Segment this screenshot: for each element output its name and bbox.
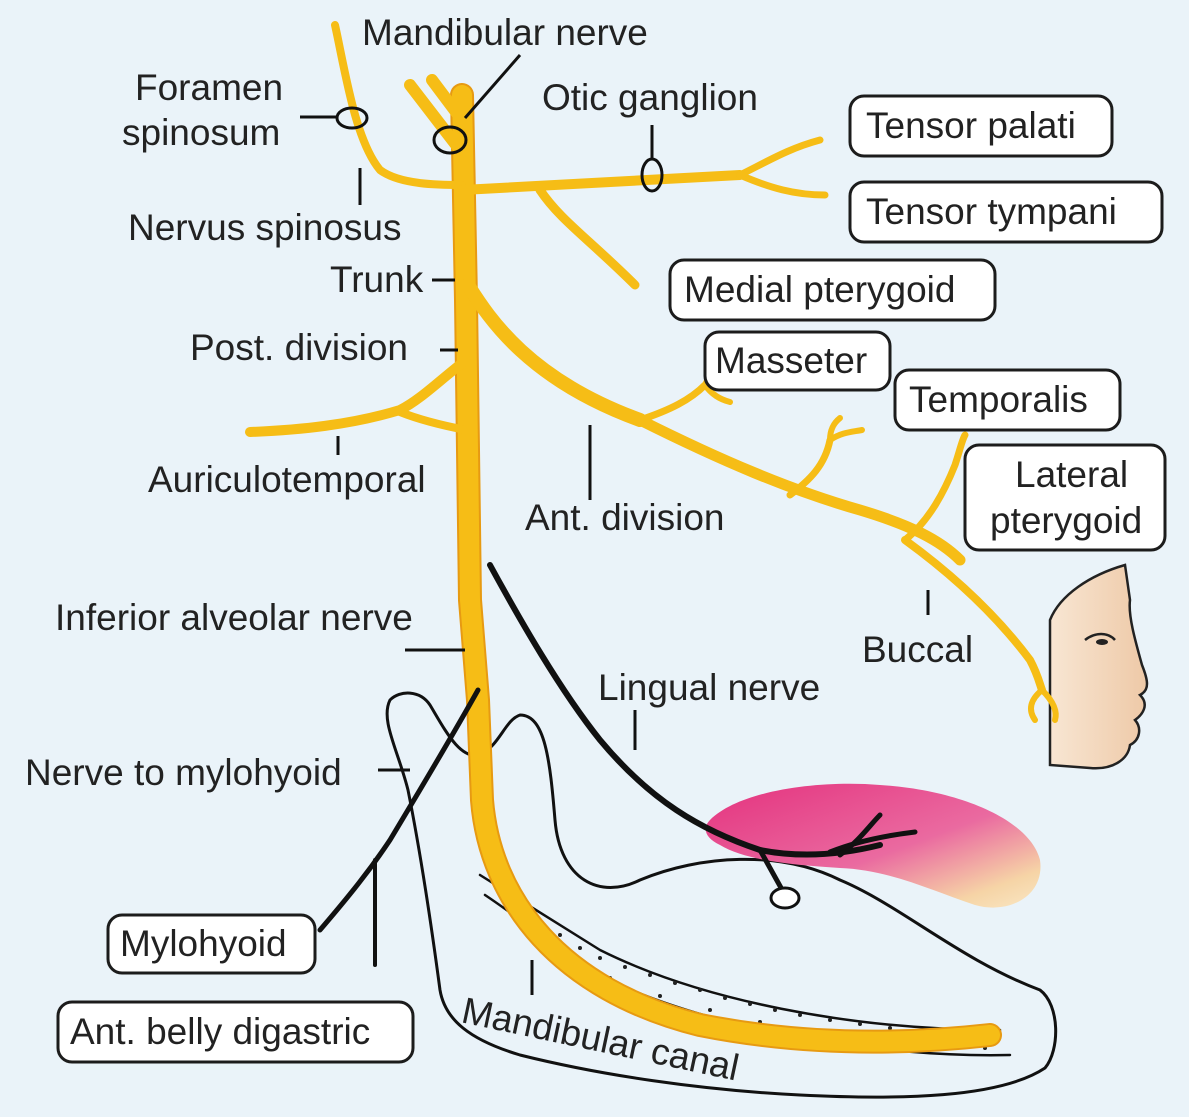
box-temporalis: Temporalis: [895, 370, 1120, 430]
box-mylohyoid-text: Mylohyoid: [120, 923, 287, 964]
box-lateral-pterygoid-line2: pterygoid: [990, 500, 1142, 541]
label-foramen-line1: Foramen: [135, 67, 283, 108]
box-tensor-tympani-text: Tensor tympani: [866, 191, 1117, 232]
box-ant-belly-digastric-text: Ant. belly digastric: [70, 1011, 370, 1052]
label-buccal: Buccal: [862, 629, 973, 670]
box-mylohyoid: Mylohyoid: [108, 915, 315, 973]
box-medial-pterygoid: Medial pterygoid: [670, 260, 995, 320]
label-mandibular-nerve: Mandibular nerve: [362, 12, 648, 53]
label-ant-division: Ant. division: [525, 497, 725, 538]
box-lateral-pterygoid: Lateral pterygoid: [965, 445, 1165, 550]
box-masseter: Masseter: [705, 332, 890, 390]
box-lateral-pterygoid-line1: Lateral: [1015, 454, 1128, 495]
box-ant-belly-digastric: Ant. belly digastric: [58, 1002, 413, 1062]
face-profile: [1050, 565, 1147, 768]
box-tensor-tympani: Tensor tympani: [850, 182, 1162, 242]
label-auriculotemporal: Auriculotemporal: [148, 459, 426, 500]
label-lingual-nerve: Lingual nerve: [598, 667, 820, 708]
box-medial-pterygoid-text: Medial pterygoid: [684, 269, 955, 310]
box-tensor-palati-text: Tensor palati: [866, 105, 1076, 146]
box-temporalis-text: Temporalis: [909, 379, 1088, 420]
label-trunk: Trunk: [330, 259, 424, 300]
label-nerve-to-mylohyoid: Nerve to mylohyoid: [25, 752, 342, 793]
label-otic-ganglion: Otic ganglion: [542, 77, 758, 118]
box-masseter-text: Masseter: [715, 340, 867, 381]
label-inferior-alveolar-nerve: Inferior alveolar nerve: [55, 597, 413, 638]
submandibular-ganglion: [771, 888, 799, 908]
label-post-division: Post. division: [190, 327, 408, 368]
box-tensor-palati: Tensor palati: [850, 96, 1112, 156]
label-nervus-spinosus: Nervus spinosus: [128, 207, 402, 248]
label-foramen-line2: spinosum: [122, 112, 280, 153]
